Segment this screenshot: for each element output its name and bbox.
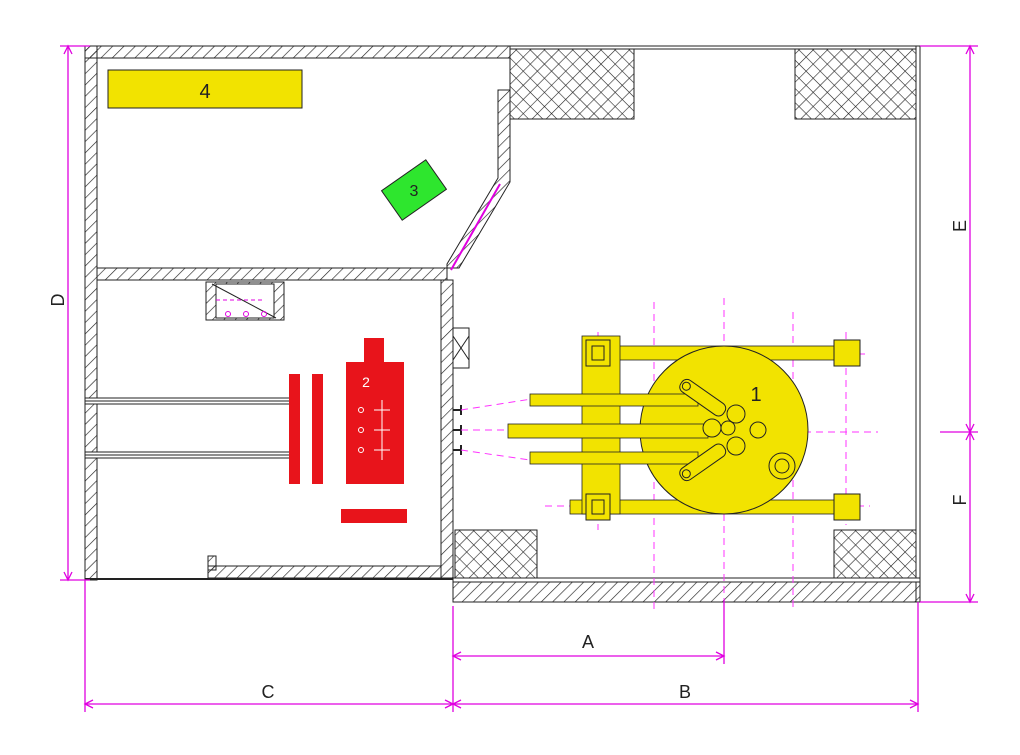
item-4-label: 4 [199, 81, 210, 103]
dimension-labels: A B C D E F [48, 220, 970, 702]
walls [84, 45, 921, 603]
item-1: 1 [460, 298, 878, 612]
wall-box [452, 327, 470, 369]
item-1-label: 1 [750, 384, 761, 406]
wall-ports [453, 405, 462, 455]
dim-c-label: C [262, 682, 275, 702]
item-2-label: 2 [362, 374, 370, 390]
dim-b-label: B [679, 682, 691, 702]
dimension-lines [60, 44, 978, 712]
dim-f-label: F [950, 495, 970, 506]
vent-unit [205, 281, 285, 321]
item-4: 4 [107, 69, 303, 109]
item-3-label: 3 [410, 183, 419, 200]
dim-e-label: E [950, 220, 970, 232]
item-3: 3 [380, 159, 448, 221]
shielding-blocks [454, 48, 917, 579]
dim-a-label: A [582, 632, 594, 652]
dim-d-label: D [48, 294, 68, 307]
item-2: 2 [84, 338, 407, 523]
